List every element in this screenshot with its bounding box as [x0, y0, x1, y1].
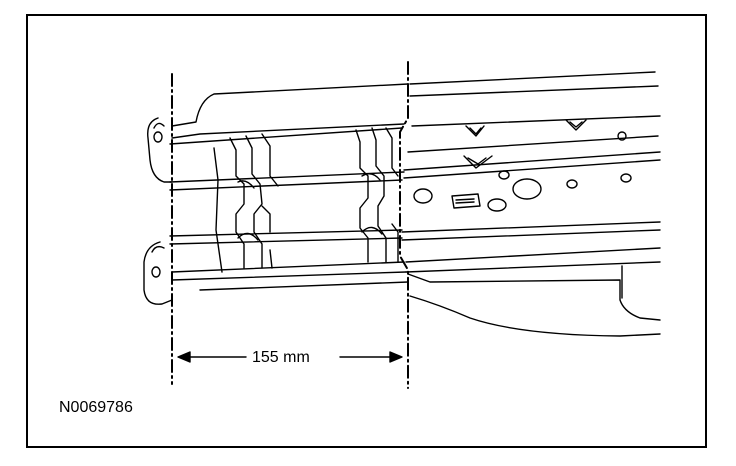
original-rail-section	[401, 71, 661, 337]
arrow-left	[177, 351, 191, 363]
hole	[617, 131, 627, 141]
rib-left	[229, 137, 245, 269]
label-plate	[451, 193, 481, 209]
cut-line-right	[399, 61, 409, 389]
left-flange-upper	[147, 117, 173, 183]
notch-2	[565, 119, 587, 131]
dimension-label: 155 mm	[252, 349, 310, 366]
hole	[566, 179, 578, 189]
cut-lines	[171, 61, 409, 389]
hole	[498, 170, 510, 180]
hole	[413, 188, 433, 204]
hole	[620, 173, 632, 183]
hole	[487, 198, 507, 212]
dimension-line	[177, 351, 403, 363]
arrow-right	[389, 351, 403, 363]
rib-right	[355, 129, 369, 263]
left-flange-lower	[143, 241, 173, 305]
figure-id: N0069786	[59, 399, 133, 416]
replacement-section	[143, 83, 409, 305]
hole	[512, 178, 542, 200]
notch-1	[465, 125, 485, 137]
